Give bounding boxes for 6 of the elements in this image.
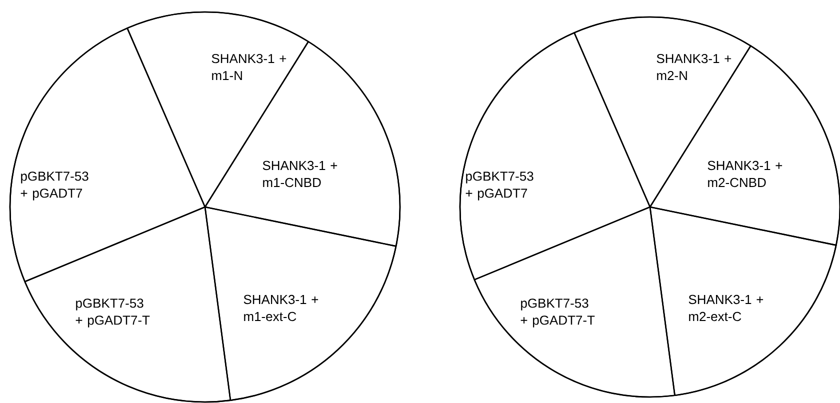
plate-sector: SHANK3-1 + m1-ext-C [204, 206, 397, 401]
plate-sector: pGBKT7-53 + pGADT7-T [474, 206, 676, 398]
plate-sector: SHANK3-1 + m2-ext-C [649, 206, 837, 396]
plate-sector: pGBKT7-53 + pGADT7-T [24, 206, 232, 403]
plate-sector: pGBKT7-53 + pGADT7 [9, 28, 206, 282]
plate-sector: pGBKT7-53 + pGADT7 [459, 32, 651, 280]
